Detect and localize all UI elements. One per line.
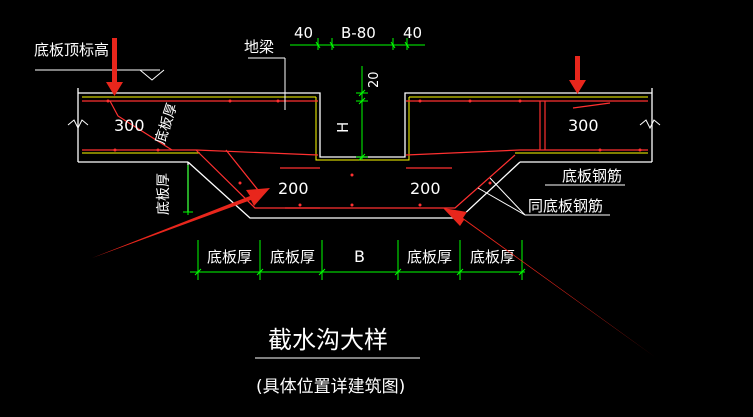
dim-20: 20 (367, 71, 382, 88)
label-slab-top-elevation: 底板顶标高 (34, 41, 109, 59)
leader-lines (35, 57, 625, 359)
dim-b-minus-80: B-80 (341, 24, 376, 42)
bottom-dim-1: 底板厚 (207, 248, 252, 266)
label-same-slab-rebar: 同底板钢筋 (528, 197, 603, 215)
label-slab-thick-vertical: 底板厚 (156, 173, 172, 215)
bottom-dim-2: 底板厚 (270, 248, 315, 266)
drawing-text: 底板顶标高 地梁 40 B-80 40 20 H 300 300 底板厚 底板厚… (34, 24, 622, 397)
bottom-dim-4: 底板厚 (407, 248, 452, 266)
dim-h: H (334, 122, 352, 133)
annotation-arrows (92, 38, 655, 357)
label-inner-right: 200 (410, 179, 441, 198)
arrow-diagonal-left (92, 188, 270, 258)
label-ground-beam: 地梁 (244, 38, 274, 56)
label-thickness-right: 300 (568, 116, 599, 135)
label-thickness-left: 300 (114, 116, 145, 135)
drawing-title: 截水沟大样 (268, 326, 388, 354)
arrow-down-left (106, 38, 123, 96)
bottom-dim-5: 底板厚 (470, 248, 515, 266)
rebar-dots (106, 99, 642, 207)
label-slab-rebar: 底板钢筋 (562, 167, 622, 185)
label-slab-thick-slope: 底板厚 (153, 101, 181, 146)
arrow-diagonal-right (443, 208, 655, 357)
drawing-subtitle: (具体位置详建筑图) (256, 377, 405, 397)
dim-40-left: 40 (294, 24, 313, 42)
bottom-dim-b: B (354, 247, 365, 266)
dimension-lines (183, 38, 526, 280)
label-inner-left: 200 (278, 179, 309, 198)
arrow-down-right (569, 56, 586, 94)
dim-40-right: 40 (403, 24, 422, 42)
break-lines (67, 119, 661, 130)
